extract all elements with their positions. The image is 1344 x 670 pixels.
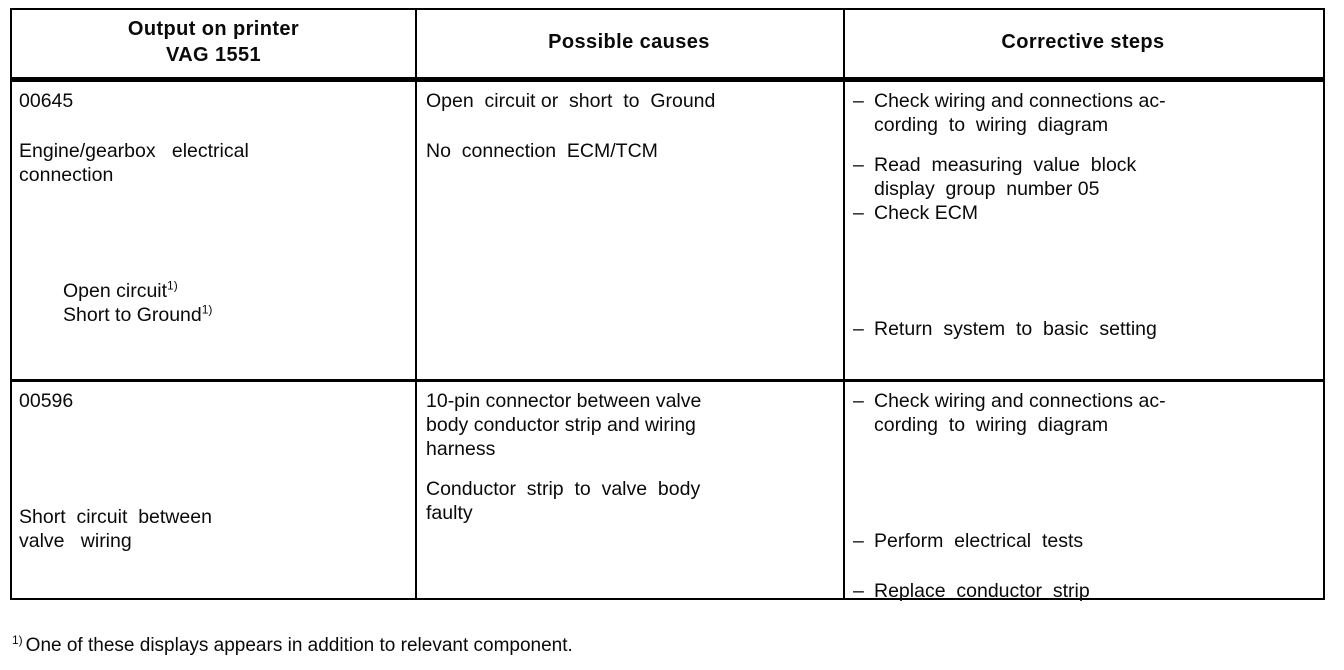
fault-code: 00645	[19, 90, 74, 112]
cell-steps-2: – Check wiring and connections ac- cordi…	[843, 382, 1323, 602]
column-header-steps: Corrective steps	[843, 10, 1323, 77]
fault-sub-item: Open circuit1)	[19, 279, 405, 303]
dash-bullet-icon: –	[853, 530, 864, 552]
cell-spacer	[853, 553, 1313, 579]
cell-causes-1: Open circuit or short to Ground No conne…	[415, 82, 843, 379]
cell-steps-1: – Check wiring and connections ac- cordi…	[843, 82, 1323, 379]
cause-item: Open circuit or short to Ground	[426, 90, 716, 112]
fault-sub-item-text: Short to Ground	[63, 304, 202, 326]
corrective-step: – Return system to basic setting	[853, 317, 1313, 341]
footnote-marker: 1)	[167, 278, 178, 293]
cell-spacer	[426, 113, 833, 139]
cell-spacer	[853, 437, 1313, 529]
cell-output-2: 00596 Short circuit between valve wiring	[12, 382, 415, 598]
corrective-step-text: Check wiring and connections ac- cording…	[874, 390, 1166, 436]
corrective-step-text: Replace conductor strip	[874, 580, 1090, 602]
fault-code: 00596	[19, 390, 74, 412]
cell-spacer	[853, 225, 1313, 317]
fault-description: Short circuit between valve wiring	[19, 506, 212, 552]
fault-code-table: Output on printer VAG 1551 Possible caus…	[10, 8, 1325, 602]
footnote: 1)One of these displays appears in addit…	[12, 634, 1312, 658]
corrective-step: – Check ECM	[853, 201, 1313, 225]
table-header-row: Output on printer VAG 1551 Possible caus…	[12, 10, 1323, 77]
corrective-step-text: Read measuring value block display group…	[874, 154, 1137, 200]
fault-sub-item-text: Open circuit	[63, 280, 168, 302]
footnote-text: One of these displays appears in additio…	[25, 635, 573, 656]
cell-spacer	[426, 461, 833, 477]
column-divider-1	[415, 10, 417, 598]
column-header-steps-line1: Corrective steps	[1001, 31, 1165, 53]
table-gridlines	[12, 10, 1323, 598]
corrective-step: – Check wiring and connections ac- cordi…	[853, 89, 1313, 137]
column-header-causes-line1: Possible causes	[548, 31, 710, 53]
cell-spacer	[19, 187, 405, 279]
column-header-output-line1: Output on printer	[127, 18, 300, 40]
table-row: 00596 Short circuit between valve wiring…	[12, 382, 1323, 602]
fault-description: Engine/gearbox electrical connection	[19, 140, 249, 186]
table-row: 00645 Engine/gearbox electrical connecti…	[12, 82, 1323, 379]
cell-spacer	[853, 137, 1313, 153]
dash-bullet-icon: –	[853, 390, 864, 412]
cell-spacer	[19, 413, 405, 505]
corrective-step: – Perform electrical tests	[853, 529, 1313, 553]
corrective-step: – Check wiring and connections ac- cordi…	[853, 389, 1313, 437]
cause-item: Conductor strip to valve body faulty	[426, 478, 701, 524]
fault-sub-item: Short to Ground1)	[19, 303, 405, 327]
column-header-causes: Possible causes	[415, 10, 843, 77]
corrective-step-text: Perform electrical tests	[874, 530, 1084, 552]
dash-bullet-icon: –	[853, 90, 864, 112]
dash-bullet-icon: –	[853, 202, 864, 224]
row-separator-rule	[12, 379, 1323, 382]
header-separator-rule	[12, 77, 1323, 82]
column-divider-2	[843, 10, 845, 598]
cause-item: No connection ECM/TCM	[426, 140, 658, 162]
corrective-step-text: Return system to basic setting	[874, 318, 1157, 340]
footnote-marker: 1)	[12, 632, 23, 647]
corrective-step-text: Check ECM	[874, 202, 979, 224]
cell-output-1: 00645 Engine/gearbox electrical connecti…	[12, 82, 415, 379]
dash-bullet-icon: –	[853, 580, 864, 602]
cause-item: 10-pin connector between valve body cond…	[426, 390, 702, 460]
column-header-output-line2: VAG 1551	[165, 44, 262, 66]
footnote-marker: 1)	[201, 302, 213, 317]
dash-bullet-icon: –	[853, 154, 864, 176]
corrective-step-text: Check wiring and connections ac- cording…	[874, 90, 1166, 136]
cell-spacer	[19, 113, 405, 139]
corrective-step: – Replace conductor strip	[853, 579, 1313, 603]
dash-bullet-icon: –	[853, 318, 864, 340]
corrective-step: – Read measuring value block display gro…	[853, 153, 1313, 201]
column-header-output: Output on printer VAG 1551	[12, 10, 415, 77]
cell-causes-2: 10-pin connector between valve body cond…	[415, 382, 843, 598]
